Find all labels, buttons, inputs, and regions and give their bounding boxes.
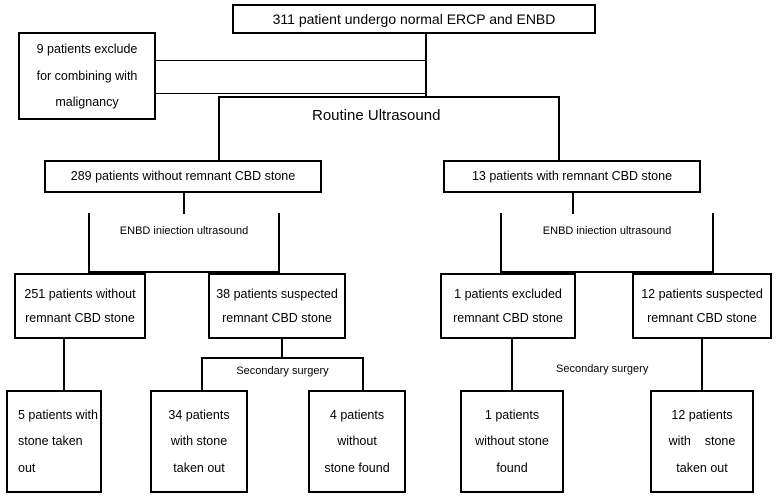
connector-289-down (183, 192, 185, 214)
n12stone-line-2: with stone (668, 434, 736, 449)
n4-line-1: 4 patients (329, 407, 385, 422)
enbd-left-bracket: ENBD iniection ultrasound (88, 213, 280, 273)
node-5-stone-taken-out[interactable]: 5 patients with stone taken out (6, 390, 102, 493)
n1excluded-line-2: remnant CBD stone (453, 311, 563, 325)
n1nostone-line-3: found (496, 460, 528, 475)
n1nostone-line-1: 1 patients (484, 407, 540, 422)
routine-ultrasound-bracket (218, 96, 560, 160)
secondary-surgery-right-label: Secondary surgery (556, 363, 649, 375)
connector-12suspected-down (701, 339, 703, 390)
connector-13-down (572, 192, 574, 214)
secondary-surgery-left-bracket: Secondary surgery (201, 357, 364, 390)
excluded-line-3: malignancy (55, 95, 119, 110)
n12suspected-line-2: remnant CBD stone (647, 311, 757, 325)
n5-line-3: out (18, 460, 36, 475)
n1excluded-line-1: 1 patients excluded (454, 286, 562, 301)
connector-root-down (425, 32, 427, 96)
enbd-right-label: ENBD iniection ultrasound (542, 225, 672, 237)
node-excluded-malignancy[interactable]: 9 patients exclude for combining with ma… (18, 32, 156, 120)
node-1-without-stone-found[interactable]: 1 patients without stone found (460, 390, 564, 493)
node-with-remnant-cbd[interactable]: 13 patients with remnant CBD stone (443, 160, 701, 193)
excluded-line-2: for combining with (36, 68, 138, 83)
node-251-without-remnant[interactable]: 251 patients without remnant CBD stone (14, 273, 146, 339)
n12suspected-line-1: 12 patients suspected (641, 286, 763, 301)
n34-line-3: taken out (173, 460, 225, 475)
n38-line-1: 38 patients suspected (216, 286, 338, 301)
n12stone-line-3: taken out (676, 460, 728, 475)
connector-38-down (281, 339, 283, 358)
without-remnant-label: 289 patients without remnant CBD stone (70, 169, 296, 184)
n251-line-2: remnant CBD stone (25, 311, 135, 325)
routine-ultrasound-label: Routine Ultrasound (312, 107, 441, 124)
node-without-remnant-cbd[interactable]: 289 patients without remnant CBD stone (44, 160, 322, 193)
node-root-label: 311 patient undergo normal ERCP and ENBD (272, 10, 556, 27)
node-38-suspected[interactable]: 38 patients suspected remnant CBD stone (208, 273, 346, 339)
secondary-surgery-left-label: Secondary surgery (236, 365, 329, 377)
enbd-left-label: ENBD iniection ultrasound (119, 225, 249, 237)
connector-split-bar (155, 93, 427, 94)
n5-line-1: 5 patients with (18, 407, 98, 422)
connector-251-down (63, 339, 65, 390)
node-34-stone-taken-out[interactable]: 34 patients with stone taken out (150, 390, 248, 493)
node-4-without-stone-found[interactable]: 4 patients without stone found (308, 390, 406, 493)
n5-line-2: stone taken (18, 434, 83, 449)
node-12-stone-taken-out[interactable]: 12 patients with stone taken out (650, 390, 754, 493)
n38-line-2: remnant CBD stone (222, 311, 332, 325)
connector-exclusion-horizontal (155, 60, 427, 61)
connector-1excluded-down (511, 339, 513, 390)
n34-line-1: 34 patients (168, 407, 230, 422)
n12stone-line-1: 12 patients (671, 407, 733, 422)
n4-line-3: stone found (324, 460, 390, 475)
n4-line-2: without (337, 434, 377, 449)
node-root[interactable]: 311 patient undergo normal ERCP and ENBD (232, 4, 596, 34)
n251-line-1: 251 patients without (24, 286, 136, 301)
node-12-suspected[interactable]: 12 patients suspected remnant CBD stone (632, 273, 772, 339)
excluded-line-1: 9 patients exclude (36, 42, 138, 57)
n1nostone-line-2: without stone (475, 434, 549, 449)
enbd-right-bracket: ENBD iniection ultrasound (500, 213, 714, 273)
with-remnant-label: 13 patients with remnant CBD stone (471, 169, 673, 184)
node-1-excluded[interactable]: 1 patients excluded remnant CBD stone (440, 273, 576, 339)
n34-line-2: with stone (170, 434, 228, 449)
